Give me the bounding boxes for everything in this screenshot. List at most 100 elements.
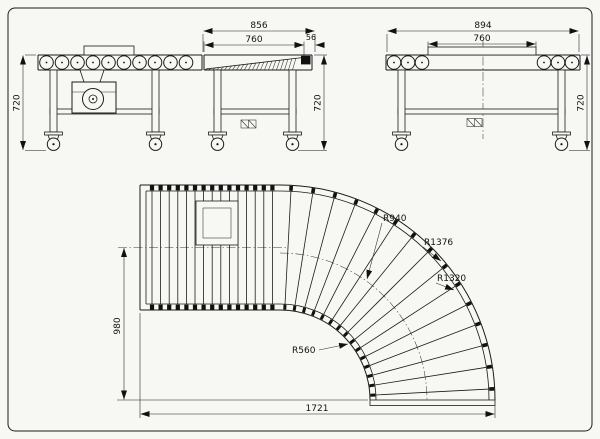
leg bbox=[288, 69, 297, 133]
dim-56: 56 bbox=[306, 33, 316, 42]
chain-tick bbox=[310, 187, 316, 194]
hatch-line bbox=[232, 64, 237, 70]
chain-tick bbox=[158, 185, 163, 191]
roller-line bbox=[314, 204, 356, 311]
motor-face-inner bbox=[88, 94, 98, 104]
chain-tick bbox=[332, 192, 338, 199]
caster-plate bbox=[392, 131, 411, 136]
drive-box-inner bbox=[202, 207, 232, 239]
hatch-line bbox=[288, 58, 293, 70]
plan-view-curve: 980 1721 R940 R1376 R1320 R560 bbox=[113, 184, 496, 418]
chain-tick bbox=[270, 304, 275, 310]
arc-inner-frame bbox=[279, 309, 371, 401]
roller-axle bbox=[557, 61, 559, 64]
chain-tick bbox=[210, 304, 215, 310]
chain-tick bbox=[363, 364, 370, 369]
label-r1376: R1376 bbox=[424, 238, 453, 248]
dim-856: 856 bbox=[250, 21, 267, 31]
caster-plate bbox=[552, 131, 571, 136]
roller-axle bbox=[421, 61, 423, 64]
caster-hub bbox=[216, 143, 219, 146]
dim-760-a: 760 bbox=[245, 35, 262, 45]
hatch-line bbox=[216, 66, 221, 71]
chain-tick bbox=[359, 355, 366, 361]
roller-line bbox=[360, 285, 456, 349]
roller-axle bbox=[61, 61, 63, 64]
chain-tick bbox=[474, 321, 481, 327]
arc-outer-frame bbox=[279, 184, 496, 401]
chain-tick bbox=[192, 304, 198, 310]
roller-row bbox=[386, 55, 580, 70]
chain-tick bbox=[261, 304, 266, 310]
roller-axle bbox=[571, 61, 573, 64]
chain-tick bbox=[353, 199, 359, 206]
hatch-line bbox=[264, 61, 269, 70]
motor-bracket bbox=[79, 69, 105, 83]
roller-row bbox=[39, 55, 194, 70]
leg bbox=[397, 69, 406, 133]
roller-axle bbox=[92, 61, 94, 64]
chain-tick bbox=[441, 263, 448, 270]
leg bbox=[213, 69, 222, 133]
caster-hub bbox=[400, 143, 403, 146]
chain-tick bbox=[311, 310, 316, 317]
chain-tick bbox=[319, 314, 325, 321]
chain-tick bbox=[253, 304, 258, 310]
roller-line bbox=[331, 224, 395, 320]
hatch-line bbox=[220, 66, 225, 70]
caster-plate bbox=[208, 131, 227, 136]
roller-line bbox=[375, 388, 489, 396]
roller-line bbox=[284, 191, 292, 305]
drive-box bbox=[195, 200, 239, 246]
label-r560: R560 bbox=[292, 346, 316, 356]
roller-line bbox=[323, 213, 376, 315]
chain-tick bbox=[201, 304, 206, 310]
label-r940: R940 bbox=[383, 214, 407, 224]
end-stop-block bbox=[301, 55, 311, 65]
chain-tick bbox=[184, 304, 189, 310]
sheet-border bbox=[7, 7, 593, 432]
chain-tick bbox=[355, 346, 361, 352]
motor-shaft bbox=[92, 98, 94, 100]
hatch-line bbox=[276, 59, 281, 70]
caster-hub bbox=[560, 143, 563, 146]
chain-tick bbox=[218, 185, 223, 191]
chain-tick bbox=[342, 331, 349, 338]
chain-tick bbox=[369, 383, 375, 388]
chain-tick bbox=[270, 185, 275, 191]
chain-tick bbox=[227, 185, 232, 191]
hatch-line bbox=[228, 65, 233, 70]
roller-axle bbox=[154, 61, 156, 64]
name-plate-cross bbox=[466, 118, 475, 127]
roller-axle bbox=[185, 61, 187, 64]
roller-axle bbox=[138, 61, 141, 64]
leg bbox=[151, 69, 160, 133]
chain-tick bbox=[367, 373, 373, 379]
roller-line bbox=[365, 304, 467, 357]
leader-line bbox=[435, 282, 455, 291]
chain-tick bbox=[158, 304, 163, 310]
chain-tick bbox=[218, 304, 223, 310]
chain-tick bbox=[392, 219, 399, 226]
chain-tick bbox=[481, 342, 488, 348]
hatch-line bbox=[240, 63, 245, 70]
roller-line bbox=[347, 251, 429, 333]
casters bbox=[44, 131, 302, 151]
chain-tick bbox=[349, 338, 356, 345]
leader-line bbox=[318, 342, 349, 351]
caster-plate bbox=[44, 131, 63, 136]
chain-tick bbox=[210, 185, 215, 191]
dim-720-a-right: 720 bbox=[314, 94, 324, 111]
caster-hub bbox=[154, 143, 157, 146]
chain-tick bbox=[292, 305, 297, 311]
hatch-line bbox=[284, 58, 289, 70]
chain-tick bbox=[149, 304, 155, 310]
chain-tick bbox=[465, 301, 472, 307]
roller-axle bbox=[45, 61, 48, 64]
roller-axle bbox=[169, 61, 172, 64]
hatch-line bbox=[224, 65, 229, 70]
roller-axle bbox=[123, 61, 125, 64]
name-plate-cross bbox=[240, 119, 249, 129]
